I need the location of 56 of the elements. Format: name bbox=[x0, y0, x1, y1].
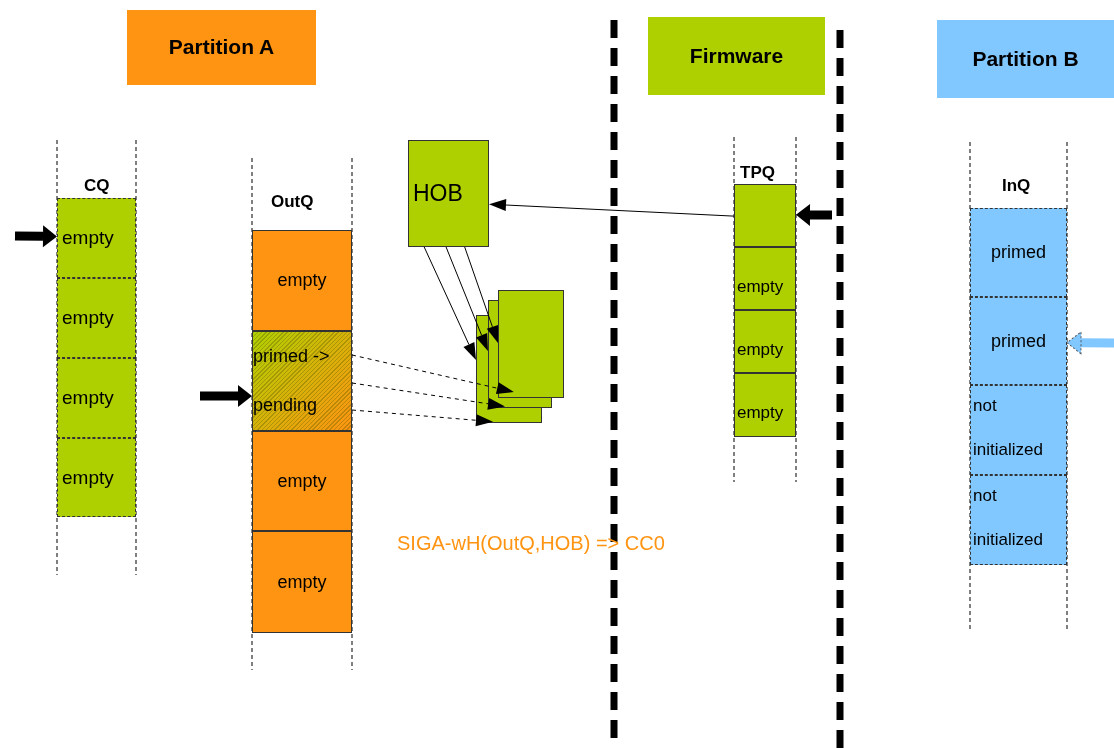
section-title: Partition A bbox=[168, 35, 275, 60]
queue-slot bbox=[57, 358, 136, 438]
slot-state-text: empty bbox=[62, 307, 114, 329]
arrow bbox=[351, 409, 493, 427]
buffer-page-stack bbox=[476, 290, 564, 423]
slot-state-text: empty bbox=[737, 403, 784, 423]
block-arrow bbox=[796, 203, 832, 226]
slot-state-text: empty bbox=[737, 339, 784, 360]
slot-state-text: primed bbox=[991, 330, 1046, 352]
slot-state-text: primed bbox=[991, 242, 1046, 263]
queue-slot bbox=[57, 198, 136, 278]
block-arrow bbox=[1066, 331, 1114, 355]
slot-state-text: empty bbox=[62, 227, 114, 249]
queue-name: CQ bbox=[84, 176, 110, 196]
operation-note: SIGA-wH(OutQ,HOB) => CC0 bbox=[397, 532, 665, 555]
slot-state-text: empty bbox=[62, 387, 114, 409]
arrow bbox=[351, 382, 506, 410]
slot-state-text: empty bbox=[277, 270, 327, 291]
section-header bbox=[127, 10, 316, 85]
block-arrow bbox=[200, 385, 252, 407]
queue-slot bbox=[252, 431, 352, 531]
queue-slot bbox=[57, 438, 136, 517]
queue-name: InQ bbox=[1002, 176, 1031, 196]
queue-slot bbox=[734, 184, 796, 247]
section-title: Firmware bbox=[689, 43, 784, 69]
block-arrow bbox=[14, 225, 57, 248]
queue-slot bbox=[734, 310, 796, 373]
buffer-box bbox=[408, 140, 489, 247]
arrow bbox=[489, 199, 735, 217]
queue-slot bbox=[252, 331, 352, 431]
queue-slot bbox=[734, 373, 796, 437]
queue-slot bbox=[252, 531, 352, 633]
section-title: Partition B bbox=[972, 46, 1079, 72]
slot-state-text: primed -> bbox=[253, 346, 330, 367]
slot-state-text: empty bbox=[277, 571, 327, 593]
queue-slot bbox=[252, 230, 352, 331]
queue-slot bbox=[970, 475, 1067, 565]
arrow bbox=[351, 354, 514, 395]
buffer-label: HOB bbox=[413, 180, 463, 207]
slot-state-text: pending bbox=[253, 395, 318, 416]
arrow bbox=[464, 246, 499, 343]
queue-slot bbox=[57, 278, 136, 358]
queue-name: OutQ bbox=[271, 192, 314, 212]
arrow bbox=[445, 246, 488, 352]
arrow bbox=[423, 246, 476, 360]
queue-slot bbox=[970, 208, 1067, 297]
section-header bbox=[937, 20, 1114, 98]
queue-slot bbox=[970, 385, 1067, 475]
slot-state-text: empty bbox=[737, 276, 784, 297]
queue-slot bbox=[970, 297, 1067, 385]
queue-name: TPQ bbox=[740, 163, 775, 183]
queue-slot bbox=[734, 247, 796, 310]
slot-state-text: empty bbox=[62, 466, 114, 489]
slot-state-text: empty bbox=[277, 470, 327, 492]
slot-state-text: not initialized bbox=[973, 484, 1044, 551]
section-header bbox=[648, 17, 825, 95]
